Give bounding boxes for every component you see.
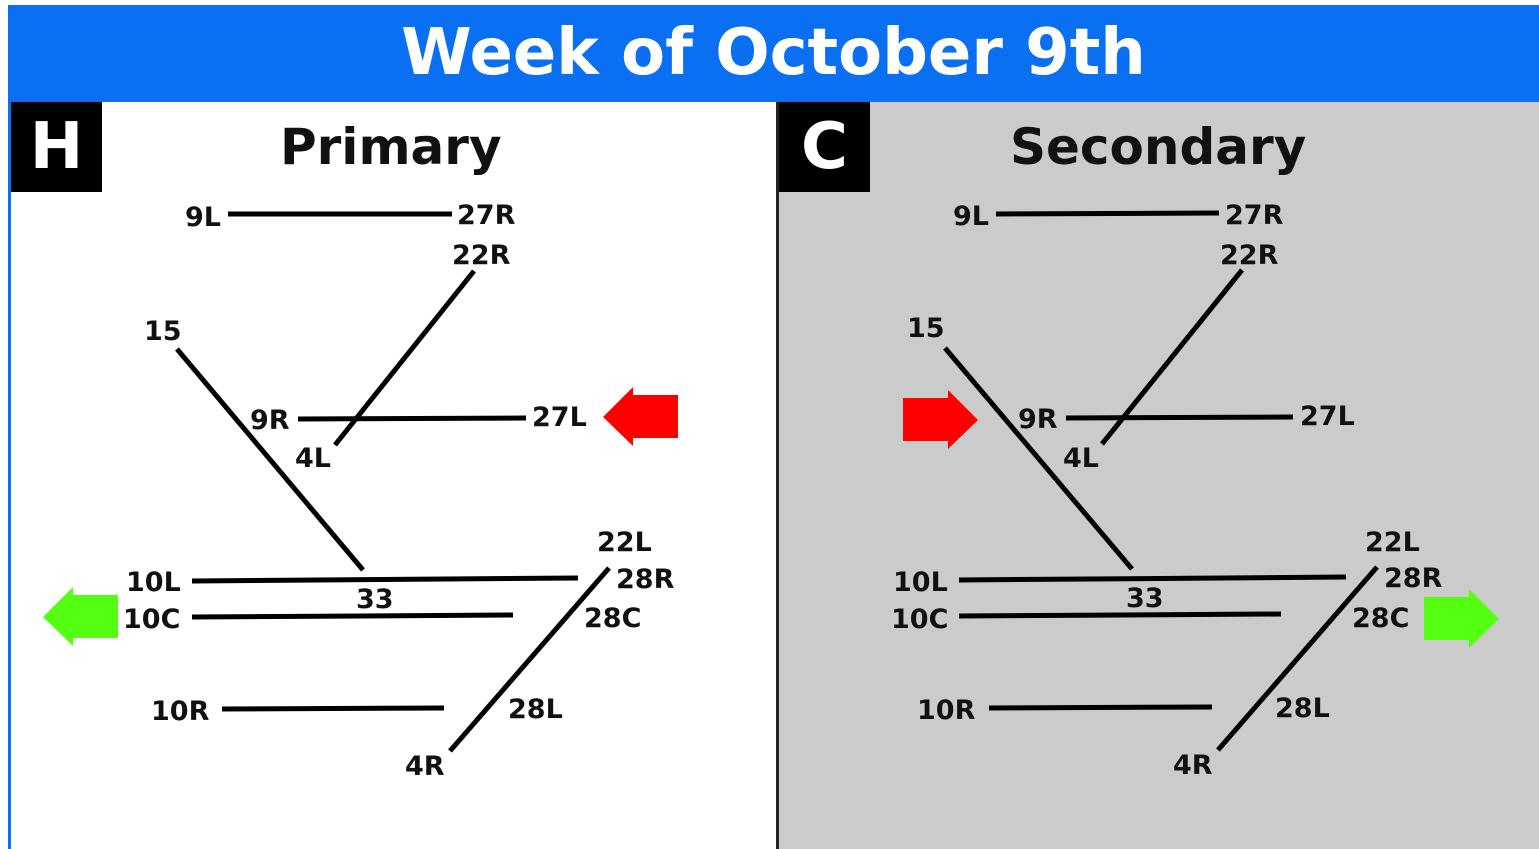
arrival-arrow-icon bbox=[903, 390, 978, 449]
label-33: 33 bbox=[356, 584, 394, 615]
label-4l: 4L bbox=[295, 443, 331, 474]
label-10l: 10L bbox=[126, 567, 181, 598]
runway-9r-27l bbox=[1065, 414, 1294, 421]
label-10r: 10R bbox=[917, 695, 976, 726]
header-banner: Week of October 9th bbox=[8, 5, 1539, 102]
label-9l: 9L bbox=[953, 201, 989, 232]
label-28c: 28C bbox=[1352, 603, 1409, 634]
runway-10c-28c bbox=[958, 611, 1282, 619]
label-9l: 9L bbox=[185, 202, 221, 233]
runway-4l-22r bbox=[1100, 268, 1244, 446]
label-28r: 28R bbox=[616, 564, 675, 595]
secondary-letter-badge: C bbox=[779, 102, 870, 192]
runway-10c-28c bbox=[191, 612, 514, 620]
runway-10r-28l bbox=[221, 705, 445, 712]
label-28c: 28C bbox=[584, 603, 641, 634]
departure-arrow-icon bbox=[43, 587, 118, 646]
label-22r: 22R bbox=[1220, 240, 1279, 271]
runway-10l-28r bbox=[958, 574, 1347, 583]
runway-9l-27r bbox=[995, 210, 1220, 217]
runway-4l-22r bbox=[333, 269, 476, 447]
label-10l: 10L bbox=[893, 567, 948, 598]
label-33: 33 bbox=[1126, 583, 1164, 614]
secondary-panel bbox=[779, 102, 1539, 849]
label-22l: 22L bbox=[597, 527, 652, 558]
runway-15-33 bbox=[943, 346, 1134, 571]
runway-4r-22l bbox=[1216, 565, 1379, 752]
label-10r: 10R bbox=[151, 696, 210, 727]
panel-divider bbox=[776, 102, 779, 849]
runway-9r-27l bbox=[297, 415, 527, 422]
secondary-labels: 9L 27R 22R 15 9R 27L 4L 22L 28R 10L 33 1… bbox=[891, 200, 1443, 781]
secondary-runways bbox=[943, 210, 1379, 752]
primary-title: Primary bbox=[280, 118, 502, 176]
label-22r: 22R bbox=[452, 240, 511, 271]
frame-border bbox=[8, 102, 11, 849]
primary-panel bbox=[11, 102, 776, 849]
label-28l: 28L bbox=[508, 694, 563, 725]
label-4r: 4R bbox=[405, 751, 445, 782]
label-10c: 10C bbox=[123, 604, 180, 635]
label-4l: 4L bbox=[1063, 443, 1099, 474]
page-title: Week of October 9th bbox=[401, 16, 1146, 90]
label-27l: 27L bbox=[1300, 401, 1355, 432]
primary-labels: 9L 27R 22R 15 9R 27L 4L 22L 28R 10L 33 1… bbox=[123, 200, 675, 782]
label-28r: 28R bbox=[1384, 563, 1443, 594]
runway-10l-28r bbox=[191, 575, 579, 584]
label-27l: 27L bbox=[532, 402, 587, 433]
runway-15-33 bbox=[175, 347, 365, 572]
label-10c: 10C bbox=[891, 604, 948, 635]
label-9r: 9R bbox=[250, 405, 290, 436]
label-15: 15 bbox=[907, 313, 945, 344]
label-28l: 28L bbox=[1275, 693, 1330, 724]
primary-letter-badge: H bbox=[11, 102, 102, 192]
primary-runways bbox=[175, 211, 611, 753]
label-27r: 27R bbox=[457, 200, 516, 231]
runway-10r-28l bbox=[988, 704, 1213, 711]
runway-4r-22l bbox=[448, 566, 611, 753]
label-27r: 27R bbox=[1225, 200, 1284, 231]
label-9r: 9R bbox=[1018, 404, 1058, 435]
secondary-title: Secondary bbox=[1010, 118, 1307, 176]
label-22l: 22L bbox=[1365, 527, 1420, 558]
arrival-arrow-icon bbox=[603, 387, 678, 446]
departure-arrow-icon bbox=[1424, 589, 1499, 648]
label-4r: 4R bbox=[1173, 750, 1213, 781]
label-15: 15 bbox=[144, 316, 182, 347]
